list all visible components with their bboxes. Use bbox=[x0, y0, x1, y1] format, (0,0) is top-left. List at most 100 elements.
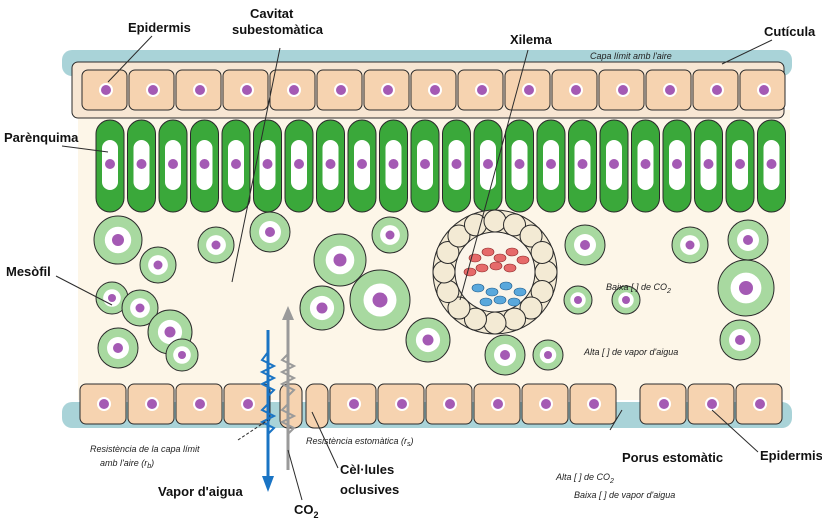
mesophyll-cell bbox=[198, 227, 234, 263]
epidermis-cell bbox=[646, 70, 691, 110]
palisade-cell bbox=[96, 120, 124, 212]
palisade-cell bbox=[348, 120, 376, 212]
label-resistencia-estomatica: Resistència estomàtica (rs) bbox=[306, 436, 414, 448]
mesophyll-cell bbox=[94, 216, 142, 264]
mesophyll-cell bbox=[718, 260, 774, 316]
bundle-sheath-cell bbox=[531, 241, 553, 263]
mesophyll-cell bbox=[485, 335, 525, 375]
epidermis-bottom-layer bbox=[80, 384, 782, 424]
epidermis-cell bbox=[570, 384, 616, 424]
epidermis-cell bbox=[740, 70, 785, 110]
epidermis-cell bbox=[693, 70, 738, 110]
phloem-vessel bbox=[480, 298, 492, 306]
epidermis-cell bbox=[128, 384, 174, 424]
epidermis-cell bbox=[474, 384, 520, 424]
xylem-vessel bbox=[504, 264, 516, 272]
label-alta-vapor: Alta [ ] de vapor d'aigua bbox=[583, 347, 678, 357]
epidermis-cell bbox=[411, 70, 456, 110]
mesophyll-cell bbox=[314, 234, 366, 286]
mesophyll-cell bbox=[672, 227, 708, 263]
xylem-vessel bbox=[494, 254, 506, 262]
epidermis-cell bbox=[129, 70, 174, 110]
xylem-vessel bbox=[490, 262, 502, 270]
bundle-sheath-cell bbox=[484, 210, 506, 232]
phloem-vessel bbox=[472, 284, 484, 292]
mesophyll-cell bbox=[98, 328, 138, 368]
vascular-bundle bbox=[433, 210, 557, 334]
bundle-sheath-cell bbox=[437, 281, 459, 303]
epidermis-top-layer bbox=[82, 70, 785, 110]
bundle-sheath-cell bbox=[484, 312, 506, 334]
label-parenquima: Parènquima bbox=[4, 130, 79, 145]
label-cuticula: Cutícula bbox=[764, 24, 816, 39]
label-cellules-2: oclusives bbox=[340, 482, 399, 497]
xylem-vessel bbox=[476, 264, 488, 272]
palisade-cell bbox=[726, 120, 754, 212]
palisade-cell bbox=[222, 120, 250, 212]
label-co2: CO2 bbox=[294, 502, 319, 520]
phloem-vessel bbox=[500, 282, 512, 290]
label-baixa-vapor: Baixa [ ] de vapor d'aigua bbox=[574, 490, 675, 500]
phloem-vessel bbox=[508, 298, 520, 306]
epidermis-cell bbox=[458, 70, 503, 110]
mesophyll-cell bbox=[728, 220, 768, 260]
epidermis-cell bbox=[640, 384, 686, 424]
xylem-vessel bbox=[482, 248, 494, 256]
palisade-cell bbox=[285, 120, 313, 212]
epidermis-cell bbox=[176, 384, 222, 424]
epidermis-cell bbox=[522, 384, 568, 424]
mesophyll-cell bbox=[166, 339, 198, 371]
label-cavitat-2: subestomàtica bbox=[232, 22, 324, 37]
palisade-cell bbox=[569, 120, 597, 212]
label-xilema: Xilema bbox=[510, 32, 553, 47]
palisade-cell bbox=[695, 120, 723, 212]
label-porus: Porus estomàtic bbox=[622, 450, 723, 465]
mesophyll-cell bbox=[565, 225, 605, 265]
mesophyll-cell bbox=[406, 318, 450, 362]
bundle-sheath-cell bbox=[504, 308, 526, 330]
palisade-cell bbox=[191, 120, 219, 212]
bundle-sheath-cell bbox=[433, 261, 455, 283]
xylem-vessel bbox=[506, 248, 518, 256]
palisade-cell bbox=[411, 120, 439, 212]
palisade-cell bbox=[663, 120, 691, 212]
label-vapor: Vapor d'aigua bbox=[158, 484, 243, 499]
epidermis-cell bbox=[330, 384, 376, 424]
mesophyll-cell bbox=[564, 286, 592, 314]
label-epidermis-bottom: Epidermis bbox=[760, 448, 822, 463]
bundle-sheath-cell bbox=[464, 214, 486, 236]
label-mesofil: Mesòfil bbox=[6, 264, 51, 279]
epidermis-cell bbox=[505, 70, 550, 110]
palisade-cell bbox=[159, 120, 187, 212]
palisade-cell bbox=[254, 120, 282, 212]
mesophyll-cell bbox=[300, 286, 344, 330]
epidermis-cell bbox=[599, 70, 644, 110]
palisade-cell bbox=[128, 120, 156, 212]
epidermis-cell bbox=[317, 70, 362, 110]
palisade-cell bbox=[443, 120, 471, 212]
palisade-cell bbox=[537, 120, 565, 212]
mesophyll-cell bbox=[372, 217, 408, 253]
epidermis-cell bbox=[364, 70, 409, 110]
label-epidermis-top: Epidermis bbox=[128, 20, 191, 35]
mesophyll-cell bbox=[140, 247, 176, 283]
xylem-vessel bbox=[464, 268, 476, 276]
epidermis-cell bbox=[552, 70, 597, 110]
label-cavitat-1: Cavitat bbox=[250, 6, 294, 21]
epidermis-cell bbox=[270, 70, 315, 110]
label-resistencia-capa-1: Resistència de la capa límit bbox=[90, 444, 200, 454]
palisade-cell bbox=[317, 120, 345, 212]
epidermis-cell bbox=[176, 70, 221, 110]
label-alta-co2: Alta [ ] de CO2 bbox=[555, 472, 614, 485]
palisade-cell bbox=[632, 120, 660, 212]
epidermis-cell bbox=[82, 70, 127, 110]
phloem-vessel bbox=[486, 288, 498, 296]
epidermis-cell bbox=[80, 384, 126, 424]
phloem-vessel bbox=[514, 288, 526, 296]
palisade-cell bbox=[600, 120, 628, 212]
mesophyll-cell bbox=[533, 340, 563, 370]
epidermis-cell bbox=[224, 384, 270, 424]
palisade-cell bbox=[380, 120, 408, 212]
